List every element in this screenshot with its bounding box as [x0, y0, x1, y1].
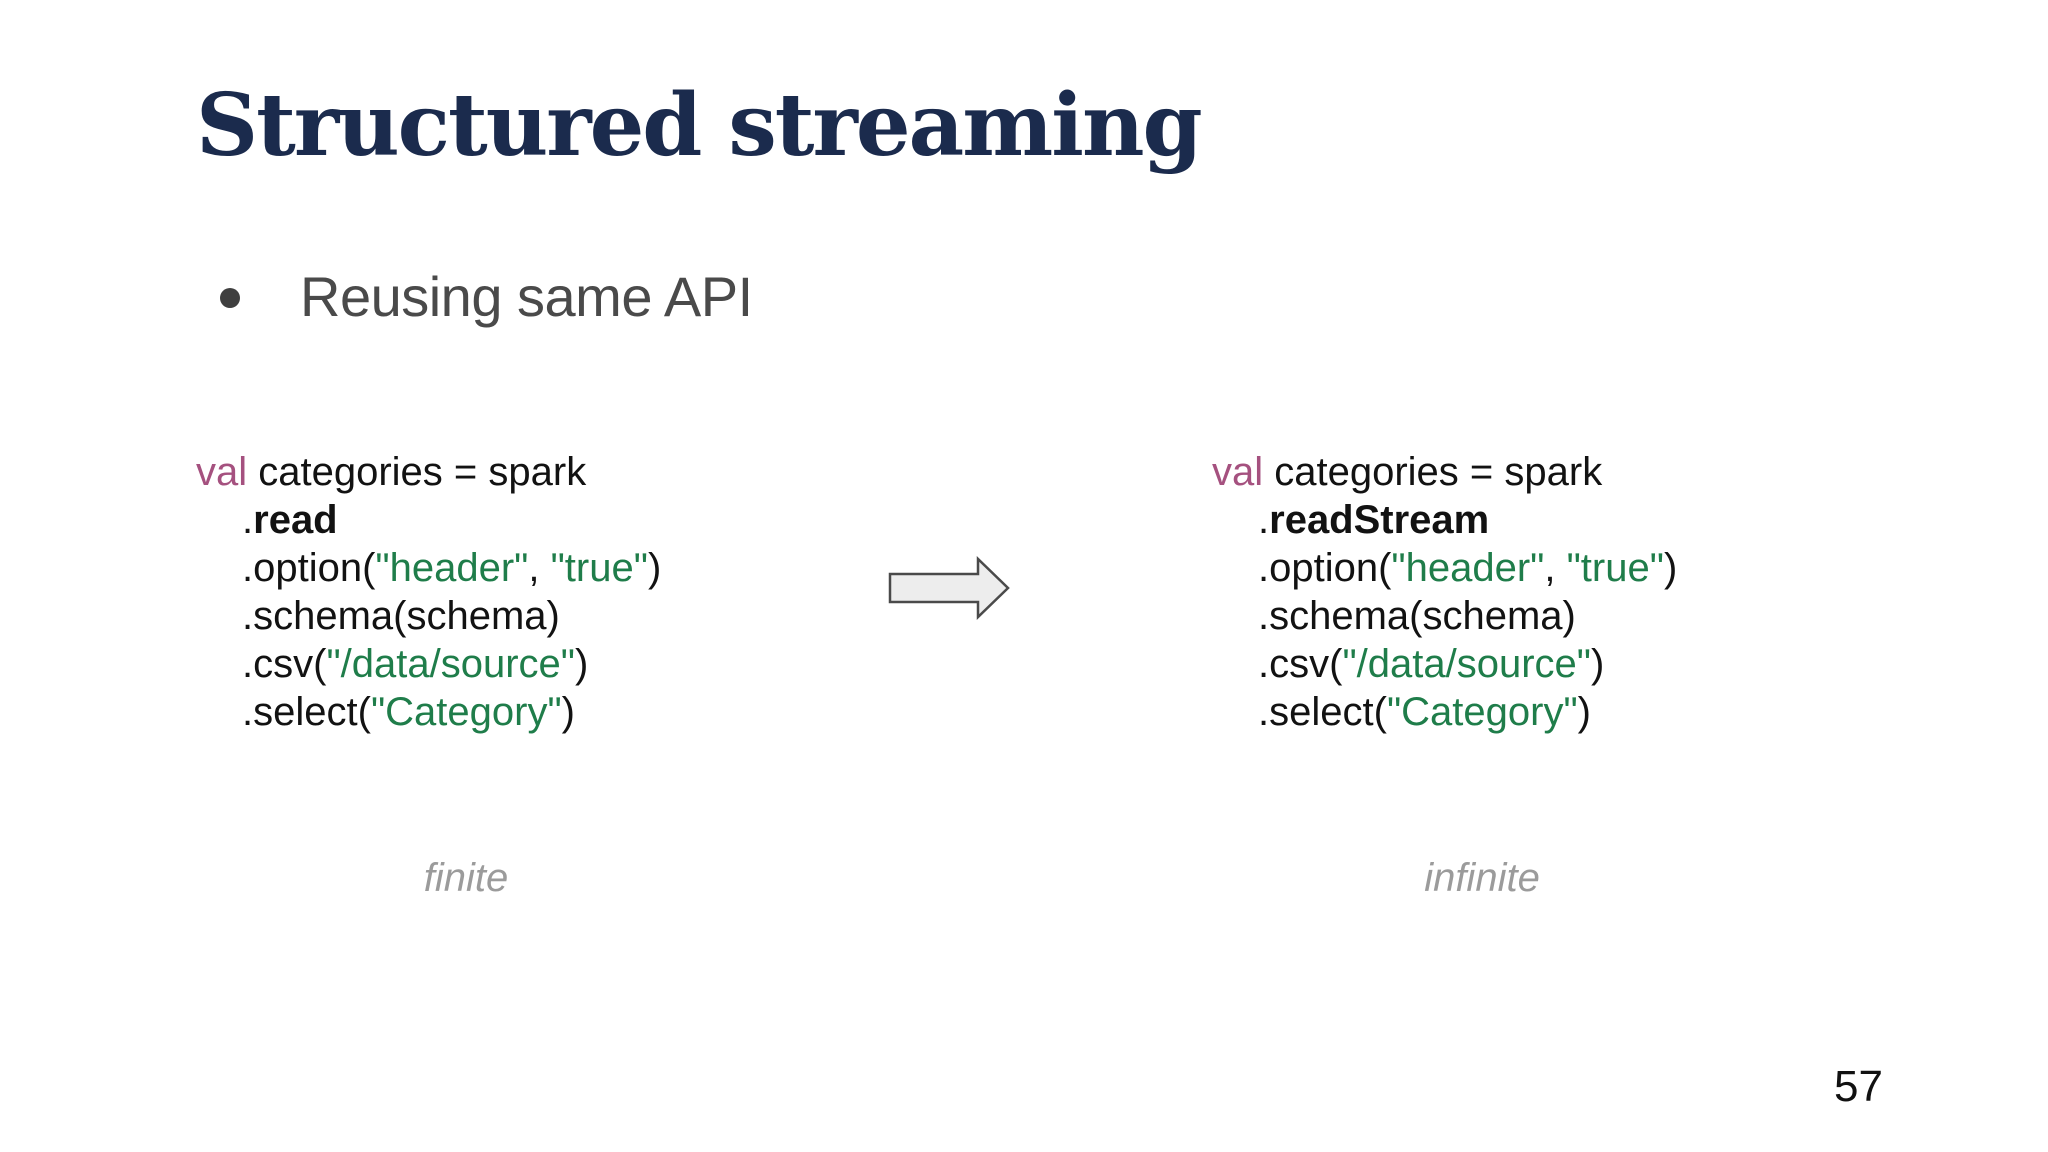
code-token-plain: ): [561, 690, 575, 734]
caption-infinite: infinite: [1424, 856, 1540, 900]
code-line: .select("Category"): [196, 688, 756, 736]
code-line: .schema(schema): [1212, 592, 1772, 640]
code-token-string: "true": [550, 546, 648, 590]
code-token-bold: readStream: [1269, 498, 1490, 542]
code-token-string: "/data/source": [326, 642, 575, 686]
code-token-plain: .: [1258, 498, 1270, 542]
bullet-icon: [220, 288, 240, 308]
code-block-streaming: val categories = spark.readStream.option…: [1212, 448, 1772, 736]
code-token-string: "/data/source": [1342, 642, 1591, 686]
code-line: .schema(schema): [196, 592, 756, 640]
code-line: .read: [196, 496, 756, 544]
code-line: .csv("/data/source"): [1212, 640, 1772, 688]
code-token-plain: .: [242, 498, 254, 542]
code-token-plain: ): [574, 642, 589, 686]
code-token-string: "true": [1566, 546, 1664, 590]
code-token-string: "header": [375, 546, 529, 590]
code-token-string: "header": [1391, 546, 1545, 590]
code-token-plain: ): [1663, 546, 1678, 590]
page-number: 57: [1834, 1062, 1883, 1111]
code-token-plain: ): [647, 546, 662, 590]
bullet-text: Reusing same API: [300, 265, 753, 328]
code-token-keyword: val: [196, 450, 248, 494]
code-token-plain: .csv(: [1258, 642, 1343, 686]
code-token-string: "Category": [370, 690, 562, 734]
code-token-plain: .schema(schema): [1258, 594, 1576, 638]
code-token-plain: ,: [528, 546, 551, 590]
right-arrow-icon: [888, 556, 1010, 620]
code-token-string: "Category": [1386, 690, 1578, 734]
code-token-bold: read: [253, 498, 338, 542]
caption-finite: finite: [423, 856, 509, 900]
code-token-plain: categories = spark: [1263, 450, 1603, 494]
code-line: .readStream: [1212, 496, 1772, 544]
code-token-plain: .option(: [1258, 546, 1392, 590]
code-token-plain: .schema(schema): [242, 594, 560, 638]
code-token-plain: ): [1590, 642, 1605, 686]
code-token-keyword: val: [1212, 450, 1264, 494]
code-line: val categories = spark: [1212, 448, 1772, 496]
code-token-plain: .csv(: [242, 642, 327, 686]
code-token-plain: ,: [1544, 546, 1567, 590]
page-title: Structured streaming: [196, 75, 1203, 176]
code-line: .option("header", "true"): [1212, 544, 1772, 592]
code-block-batch: val categories = spark.read.option("head…: [196, 448, 756, 736]
code-token-plain: .option(: [242, 546, 376, 590]
code-token-plain: categories = spark: [247, 450, 587, 494]
bullet-item: Reusing same API: [220, 258, 753, 336]
code-line: val categories = spark: [196, 448, 756, 496]
code-token-plain: .select(: [1258, 690, 1387, 734]
code-line: .select("Category"): [1212, 688, 1772, 736]
code-token-plain: ): [1577, 690, 1591, 734]
code-line: .csv("/data/source"): [196, 640, 756, 688]
code-line: .option("header", "true"): [196, 544, 756, 592]
code-token-plain: .select(: [242, 690, 371, 734]
